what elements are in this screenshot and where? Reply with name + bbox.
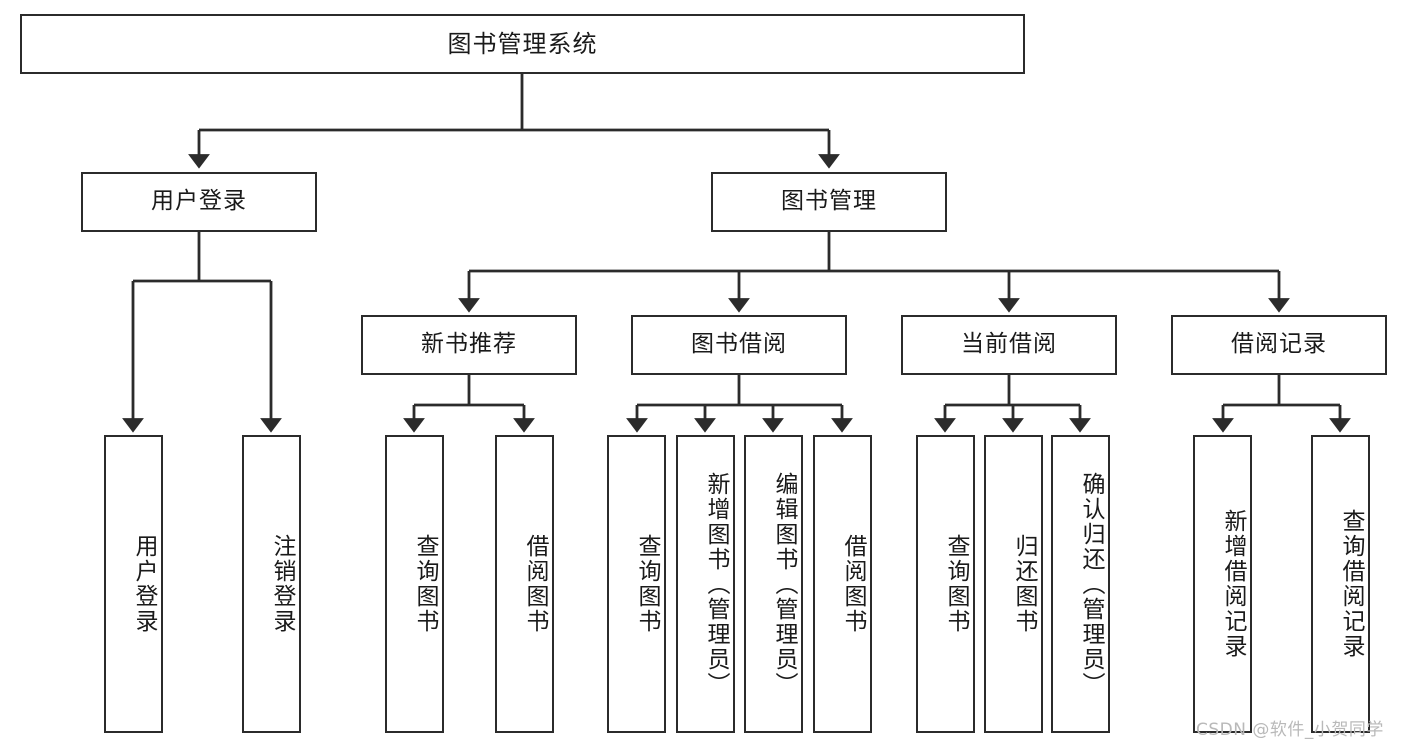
node-user-login[interactable]: 用户登录 — [81, 172, 317, 232]
node-label: 用户登录 — [151, 188, 247, 215]
node-label: 借阅图书 — [840, 534, 866, 634]
node-leaf-query-book-2[interactable]: 查询图书 — [607, 435, 666, 733]
node-label: 编辑图书（管理员） — [771, 471, 797, 697]
node-label: 图书管理 — [781, 188, 877, 215]
node-label: 查询借阅记录 — [1338, 509, 1364, 659]
node-leaf-add-record[interactable]: 新增借阅记录 — [1193, 435, 1252, 733]
node-leaf-return-book[interactable]: 归还图书 — [984, 435, 1043, 733]
node-label: 借阅图书 — [522, 534, 548, 634]
node-label: 用户登录 — [131, 534, 157, 634]
node-leaf-query-book-1[interactable]: 查询图书 — [385, 435, 444, 733]
node-label: 归还图书 — [1011, 534, 1037, 634]
node-label: 注销登录 — [269, 534, 295, 634]
watermark: CSDN @软件_小贺同学 — [1196, 720, 1384, 740]
node-leaf-edit-book[interactable]: 编辑图书（管理员） — [744, 435, 803, 733]
node-label: 当前借阅 — [961, 331, 1057, 358]
node-leaf-add-book[interactable]: 新增图书（管理员） — [676, 435, 735, 733]
node-label: 查询图书 — [412, 534, 438, 634]
node-leaf-borrow-book-1[interactable]: 借阅图书 — [495, 435, 554, 733]
node-label: 图书管理系统 — [447, 29, 598, 58]
node-label: 查询图书 — [634, 534, 660, 634]
node-book-borrow[interactable]: 图书借阅 — [631, 315, 847, 375]
node-leaf-user-login[interactable]: 用户登录 — [104, 435, 163, 733]
node-leaf-confirm-return[interactable]: 确认归还（管理员） — [1051, 435, 1110, 733]
node-book-manage[interactable]: 图书管理 — [711, 172, 947, 232]
node-label: 新增图书（管理员） — [703, 471, 729, 697]
node-new-book-recommend[interactable]: 新书推荐 — [361, 315, 577, 375]
node-current-borrow[interactable]: 当前借阅 — [901, 315, 1117, 375]
node-leaf-user-logout[interactable]: 注销登录 — [242, 435, 301, 733]
node-label: 查询图书 — [943, 534, 969, 634]
node-label: 新增借阅记录 — [1220, 509, 1246, 659]
node-label: 借阅记录 — [1231, 331, 1327, 358]
node-borrow-record[interactable]: 借阅记录 — [1171, 315, 1387, 375]
node-root-library-system[interactable]: 图书管理系统 — [20, 14, 1025, 74]
node-label: 图书借阅 — [691, 331, 787, 358]
node-label: 新书推荐 — [421, 331, 517, 358]
node-leaf-borrow-book-2[interactable]: 借阅图书 — [813, 435, 872, 733]
node-leaf-query-record[interactable]: 查询借阅记录 — [1311, 435, 1370, 733]
node-leaf-query-book-3[interactable]: 查询图书 — [916, 435, 975, 733]
node-label: 确认归还（管理员） — [1078, 471, 1104, 697]
